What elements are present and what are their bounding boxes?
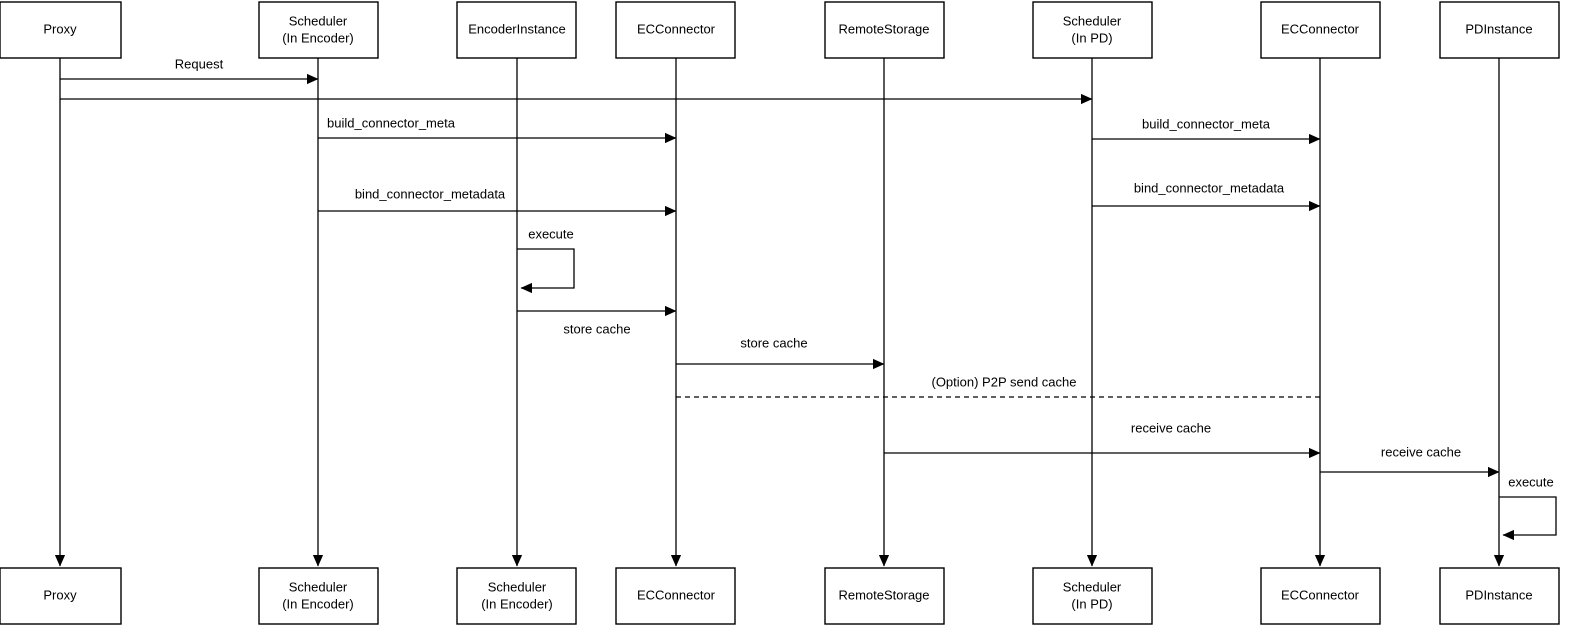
participant-box-rect-top-scheduler_encoder (258, 1, 379, 59)
lifelines-layer (54, 58, 1505, 567)
message-label-m1: Request (175, 56, 224, 71)
participant-label-top-pd_instance: PDInstance (1465, 21, 1532, 36)
message-m9[interactable]: (Option) P2P send cache (676, 374, 1320, 398)
messages-layer: Request build_connector_meta build_connect… (60, 56, 1500, 478)
participant-box-bottom-remote_storage[interactable]: RemoteStorage (824, 567, 945, 625)
participant-box-rect-top-ec_connector_pd (1260, 1, 1381, 59)
participant-boxes-bottom: Proxy Scheduler (In Encoder) Scheduler (In E… (0, 567, 1560, 625)
participant-box-bottom-pd_instance[interactable]: PDInstance (1439, 567, 1560, 625)
message-m1[interactable]: Request (60, 56, 319, 85)
participant-box-rect-top-scheduler_pd (1032, 1, 1153, 59)
self-message-label-s1: execute (528, 226, 574, 241)
message-label-m5: bind_connector_metadata (355, 186, 506, 201)
message-label-m4: build_connector_meta (1142, 116, 1271, 131)
message-m6[interactable]: bind_connector_metadata (1092, 180, 1321, 212)
message-label-m11: receive cache (1381, 444, 1461, 459)
participant-box-rect-top-encoder_instance (456, 1, 577, 59)
participant-box-rect-bottom-ec_connector_pd (1260, 567, 1381, 625)
self-message-label-s2: execute (1508, 474, 1554, 489)
participant-box-bottom-scheduler_encoder[interactable]: Scheduler (In Encoder) (258, 567, 379, 625)
participant-box-bottom-ec_connector_enc[interactable]: ECConnector (615, 567, 736, 625)
participant-label-top-remote_storage: RemoteStorage (838, 21, 929, 36)
self-message-path-s2 (1499, 496, 1557, 541)
participant-box-top-encoder_instance[interactable]: EncoderInstance (456, 1, 577, 59)
message-m8[interactable]: store cache (676, 335, 885, 370)
participant-label-bottom-scheduler_encoder-line1: Scheduler (289, 579, 348, 594)
self-message-s2[interactable]: execute (1499, 474, 1557, 541)
self-messages-layer: execute execute (517, 226, 1557, 541)
participant-box-rect-top-ec_connector_enc (615, 1, 736, 59)
participant-label-top-ec_connector_enc: ECConnector (637, 21, 716, 36)
self-message-s1[interactable]: execute (517, 226, 575, 294)
message-m10[interactable]: receive cache (884, 420, 1321, 459)
participant-box-bottom-proxy[interactable]: Proxy (0, 567, 122, 625)
participant-label-top-scheduler_encoder-line2: (In Encoder) (282, 30, 354, 45)
message-label-m7: store cache (563, 321, 630, 336)
participant-boxes-top: Proxy Scheduler (In Encoder) EncoderInstanc… (0, 1, 1560, 59)
participant-label-bottom-pd_instance: PDInstance (1465, 587, 1532, 602)
participant-box-rect-bottom-proxy (0, 567, 122, 625)
participant-box-rect-bottom-scheduler_pd (1032, 567, 1153, 625)
participant-label-bottom-proxy: Proxy (43, 587, 77, 602)
participant-label-top-scheduler_encoder-line1: Scheduler (289, 13, 348, 28)
participant-box-bottom-ec_connector_pd[interactable]: ECConnector (1260, 567, 1381, 625)
participant-box-top-pd_instance[interactable]: PDInstance (1439, 1, 1560, 59)
participant-box-bottom-scheduler_pd[interactable]: Scheduler (In PD) (1032, 567, 1153, 625)
message-m3[interactable]: build_connector_meta (318, 115, 677, 144)
participant-label-top-ec_connector_pd: ECConnector (1281, 21, 1360, 36)
participant-label-bottom-ec_connector_enc: ECConnector (637, 587, 716, 602)
message-label-m8: store cache (740, 335, 807, 350)
participant-box-top-ec_connector_pd[interactable]: ECConnector (1260, 1, 1381, 59)
participant-label-bottom-remote_storage: RemoteStorage (838, 587, 929, 602)
participant-box-rect-top-remote_storage (824, 1, 945, 59)
message-m7[interactable]: store cache (517, 305, 677, 336)
participant-box-rect-bottom-encoder_instance (456, 567, 577, 625)
participant-label-bottom-scheduler_pd-line2: (In PD) (1071, 596, 1112, 611)
participant-label-top-proxy: Proxy (43, 21, 77, 36)
participant-box-bottom-encoder_instance[interactable]: Scheduler (In Encoder) (456, 567, 577, 625)
participant-box-top-remote_storage[interactable]: RemoteStorage (824, 1, 945, 59)
participant-label-bottom-scheduler_pd-line1: Scheduler (1063, 579, 1122, 594)
participant-label-bottom-encoder_instance-line1: Scheduler (488, 579, 547, 594)
self-message-path-s1 (517, 248, 575, 294)
participant-box-rect-top-pd_instance (1439, 1, 1560, 59)
participant-box-top-ec_connector_enc[interactable]: ECConnector (615, 1, 736, 59)
participant-box-rect-bottom-remote_storage (824, 567, 945, 625)
participant-label-bottom-ec_connector_pd: ECConnector (1281, 587, 1360, 602)
message-m11[interactable]: receive cache (1320, 444, 1500, 478)
participant-label-bottom-scheduler_encoder-line2: (In Encoder) (282, 596, 354, 611)
participant-box-rect-bottom-ec_connector_enc (615, 567, 736, 625)
message-label-m6: bind_connector_metadata (1134, 180, 1285, 195)
participant-box-top-scheduler_encoder[interactable]: Scheduler (In Encoder) (258, 1, 379, 59)
message-label-m9: (Option) P2P send cache (931, 374, 1076, 389)
participant-box-rect-bottom-pd_instance (1439, 567, 1560, 625)
participant-label-top-encoder_instance: EncoderInstance (468, 21, 566, 36)
message-m4[interactable]: build_connector_meta (1092, 116, 1321, 145)
message-m5[interactable]: bind_connector_metadata (318, 186, 677, 217)
participant-box-rect-top-proxy (0, 1, 122, 59)
message-label-m10: receive cache (1131, 420, 1211, 435)
message-label-m3: build_connector_meta (327, 115, 456, 130)
participant-box-rect-bottom-scheduler_encoder (258, 567, 379, 625)
participant-label-bottom-encoder_instance-line2: (In Encoder) (481, 596, 553, 611)
participant-box-top-proxy[interactable]: Proxy (0, 1, 122, 59)
participant-label-top-scheduler_pd-line2: (In PD) (1071, 30, 1112, 45)
participant-box-top-scheduler_pd[interactable]: Scheduler (In PD) (1032, 1, 1153, 59)
participant-label-top-scheduler_pd-line1: Scheduler (1063, 13, 1122, 28)
